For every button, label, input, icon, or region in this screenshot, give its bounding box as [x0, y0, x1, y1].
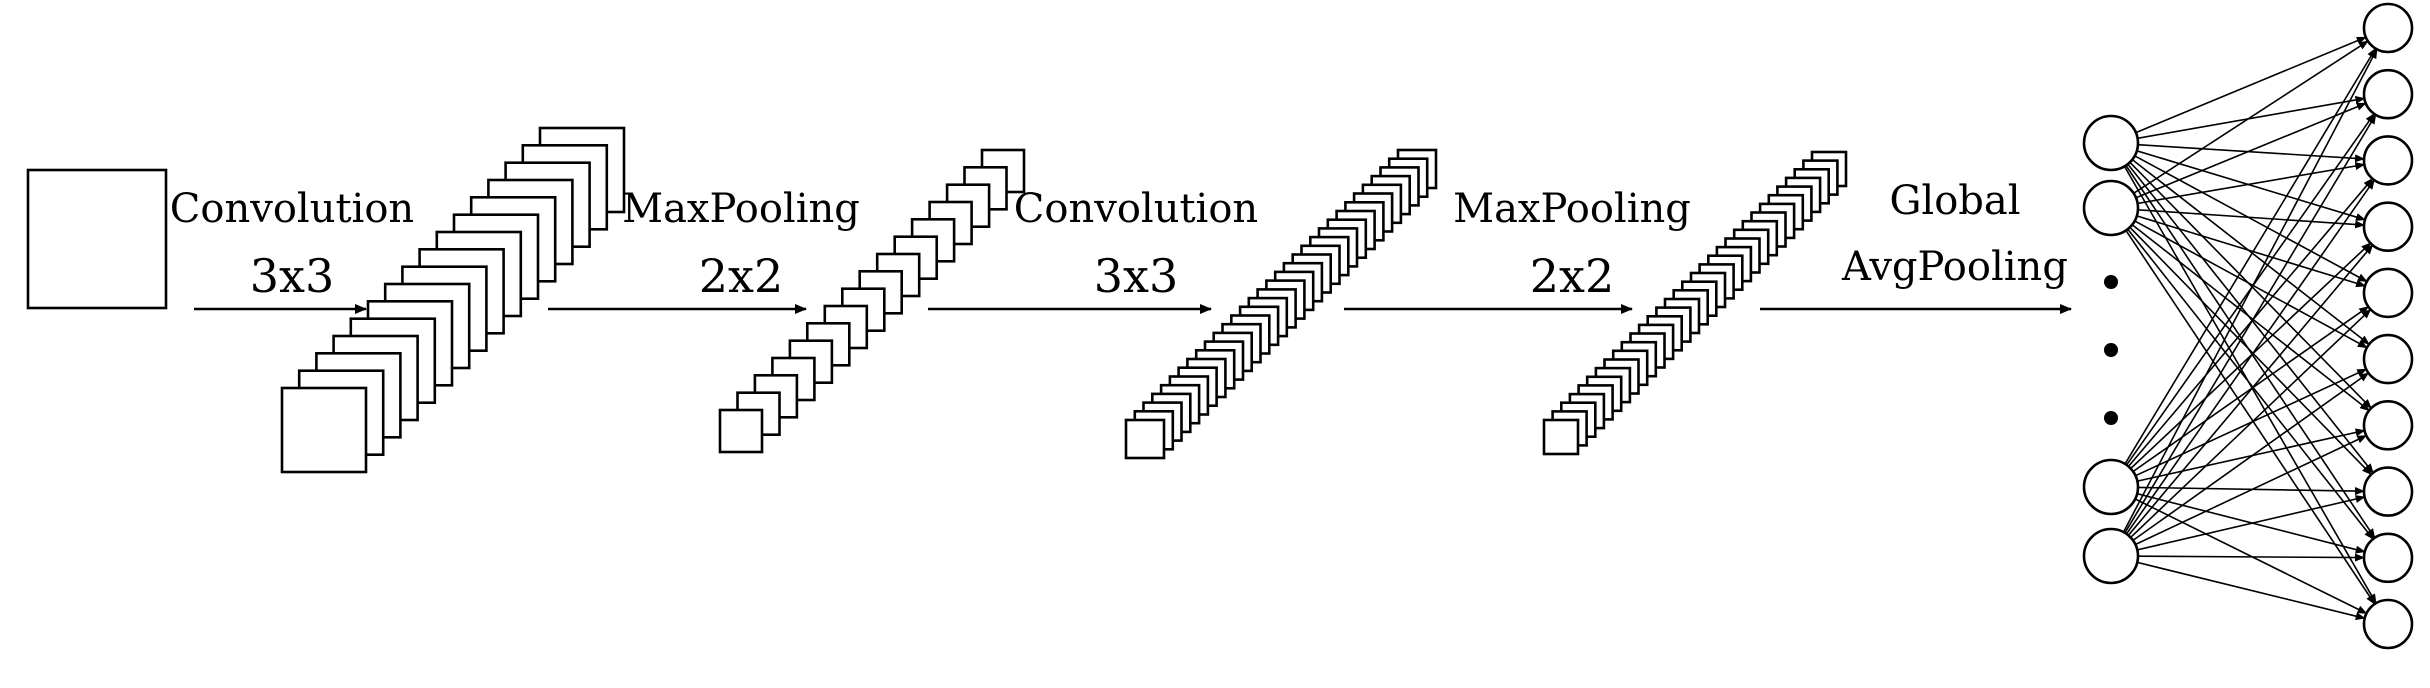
output-neuron	[2362, 399, 2414, 451]
input-neuron-column	[2082, 114, 2140, 585]
fc-connection	[2137, 162, 2366, 205]
output-neuron	[2362, 201, 2414, 252]
output-neuron	[2362, 2, 2414, 54]
fc-connection	[2124, 113, 2377, 534]
ellipsis-dot	[2104, 411, 2118, 425]
fc-connection	[2125, 179, 2375, 535]
fc-connection	[2129, 226, 2372, 476]
fc-connection	[2137, 553, 2365, 562]
fully-connected-edges	[2122, 36, 2378, 621]
feature-map	[1542, 418, 1580, 456]
feature-map	[718, 408, 764, 454]
input-image	[26, 168, 168, 310]
stage-2-name: MaxPooling	[622, 186, 860, 232]
output-neuron	[2362, 333, 2414, 385]
feature-map	[280, 386, 368, 474]
fc-connection	[2135, 434, 2368, 546]
ellipsis-dot	[2104, 343, 2118, 357]
ellipsis-dot	[2104, 275, 2118, 289]
fc-connection	[2124, 47, 2377, 465]
fc-connection	[2131, 224, 2370, 412]
stage-3-size: 3x3	[1094, 249, 1178, 303]
output-neuron-column	[2362, 2, 2414, 650]
fc-connection	[2137, 561, 2366, 621]
stage-1-size: 3x3	[250, 249, 334, 303]
fc-connection	[2130, 308, 2372, 538]
fc-connection	[2133, 40, 2369, 194]
fc-connection	[2137, 143, 2365, 163]
ellipsis-dots	[2104, 275, 2118, 425]
fc-connection	[2137, 96, 2366, 140]
fc-connection	[2136, 150, 2366, 221]
stage-4-name: MaxPooling	[1453, 186, 1691, 232]
stage-5-name: Global	[1889, 178, 2020, 224]
fc-connection	[2136, 215, 2367, 288]
output-neuron	[2362, 68, 2414, 120]
fc-connection	[2127, 228, 2374, 540]
input-neuron	[2082, 179, 2140, 237]
stage-5-size: AvgPooling	[1841, 244, 2068, 290]
fc-connection	[2131, 158, 2370, 345]
fc-connection	[2137, 495, 2366, 551]
feature-map	[1124, 418, 1166, 460]
feature-map-stack-pool2	[1542, 150, 1848, 456]
fc-connection	[2137, 209, 2366, 229]
fc-connection	[2135, 36, 2367, 134]
output-neuron	[2362, 135, 2414, 186]
fc-connection	[2132, 372, 2370, 542]
fc-connection	[2134, 220, 2368, 349]
stage-2-size: 2x2	[699, 249, 783, 303]
stage-4-size: 2x2	[1530, 249, 1614, 303]
output-neuron	[2362, 598, 2414, 650]
fc-connection	[2129, 161, 2372, 409]
fc-connection	[2122, 48, 2378, 533]
output-neuron	[2362, 267, 2414, 319]
stage-3-name: Convolution	[1014, 186, 1258, 232]
stage-1-name: Convolution	[170, 186, 414, 232]
fc-connection	[2134, 155, 2368, 283]
input-neuron	[2082, 114, 2140, 172]
fc-connection	[2127, 244, 2374, 536]
fc-connection	[2125, 230, 2376, 605]
feature-map-stack-conv2	[1124, 148, 1438, 460]
feature-map-stack-pool1	[718, 148, 1026, 454]
feature-map-stack-conv1	[280, 126, 626, 474]
fc-connection	[2135, 102, 2367, 199]
input-neuron	[2082, 458, 2140, 516]
output-neuron	[2362, 532, 2414, 584]
input-neuron	[2082, 527, 2140, 585]
output-neuron	[2362, 466, 2414, 517]
